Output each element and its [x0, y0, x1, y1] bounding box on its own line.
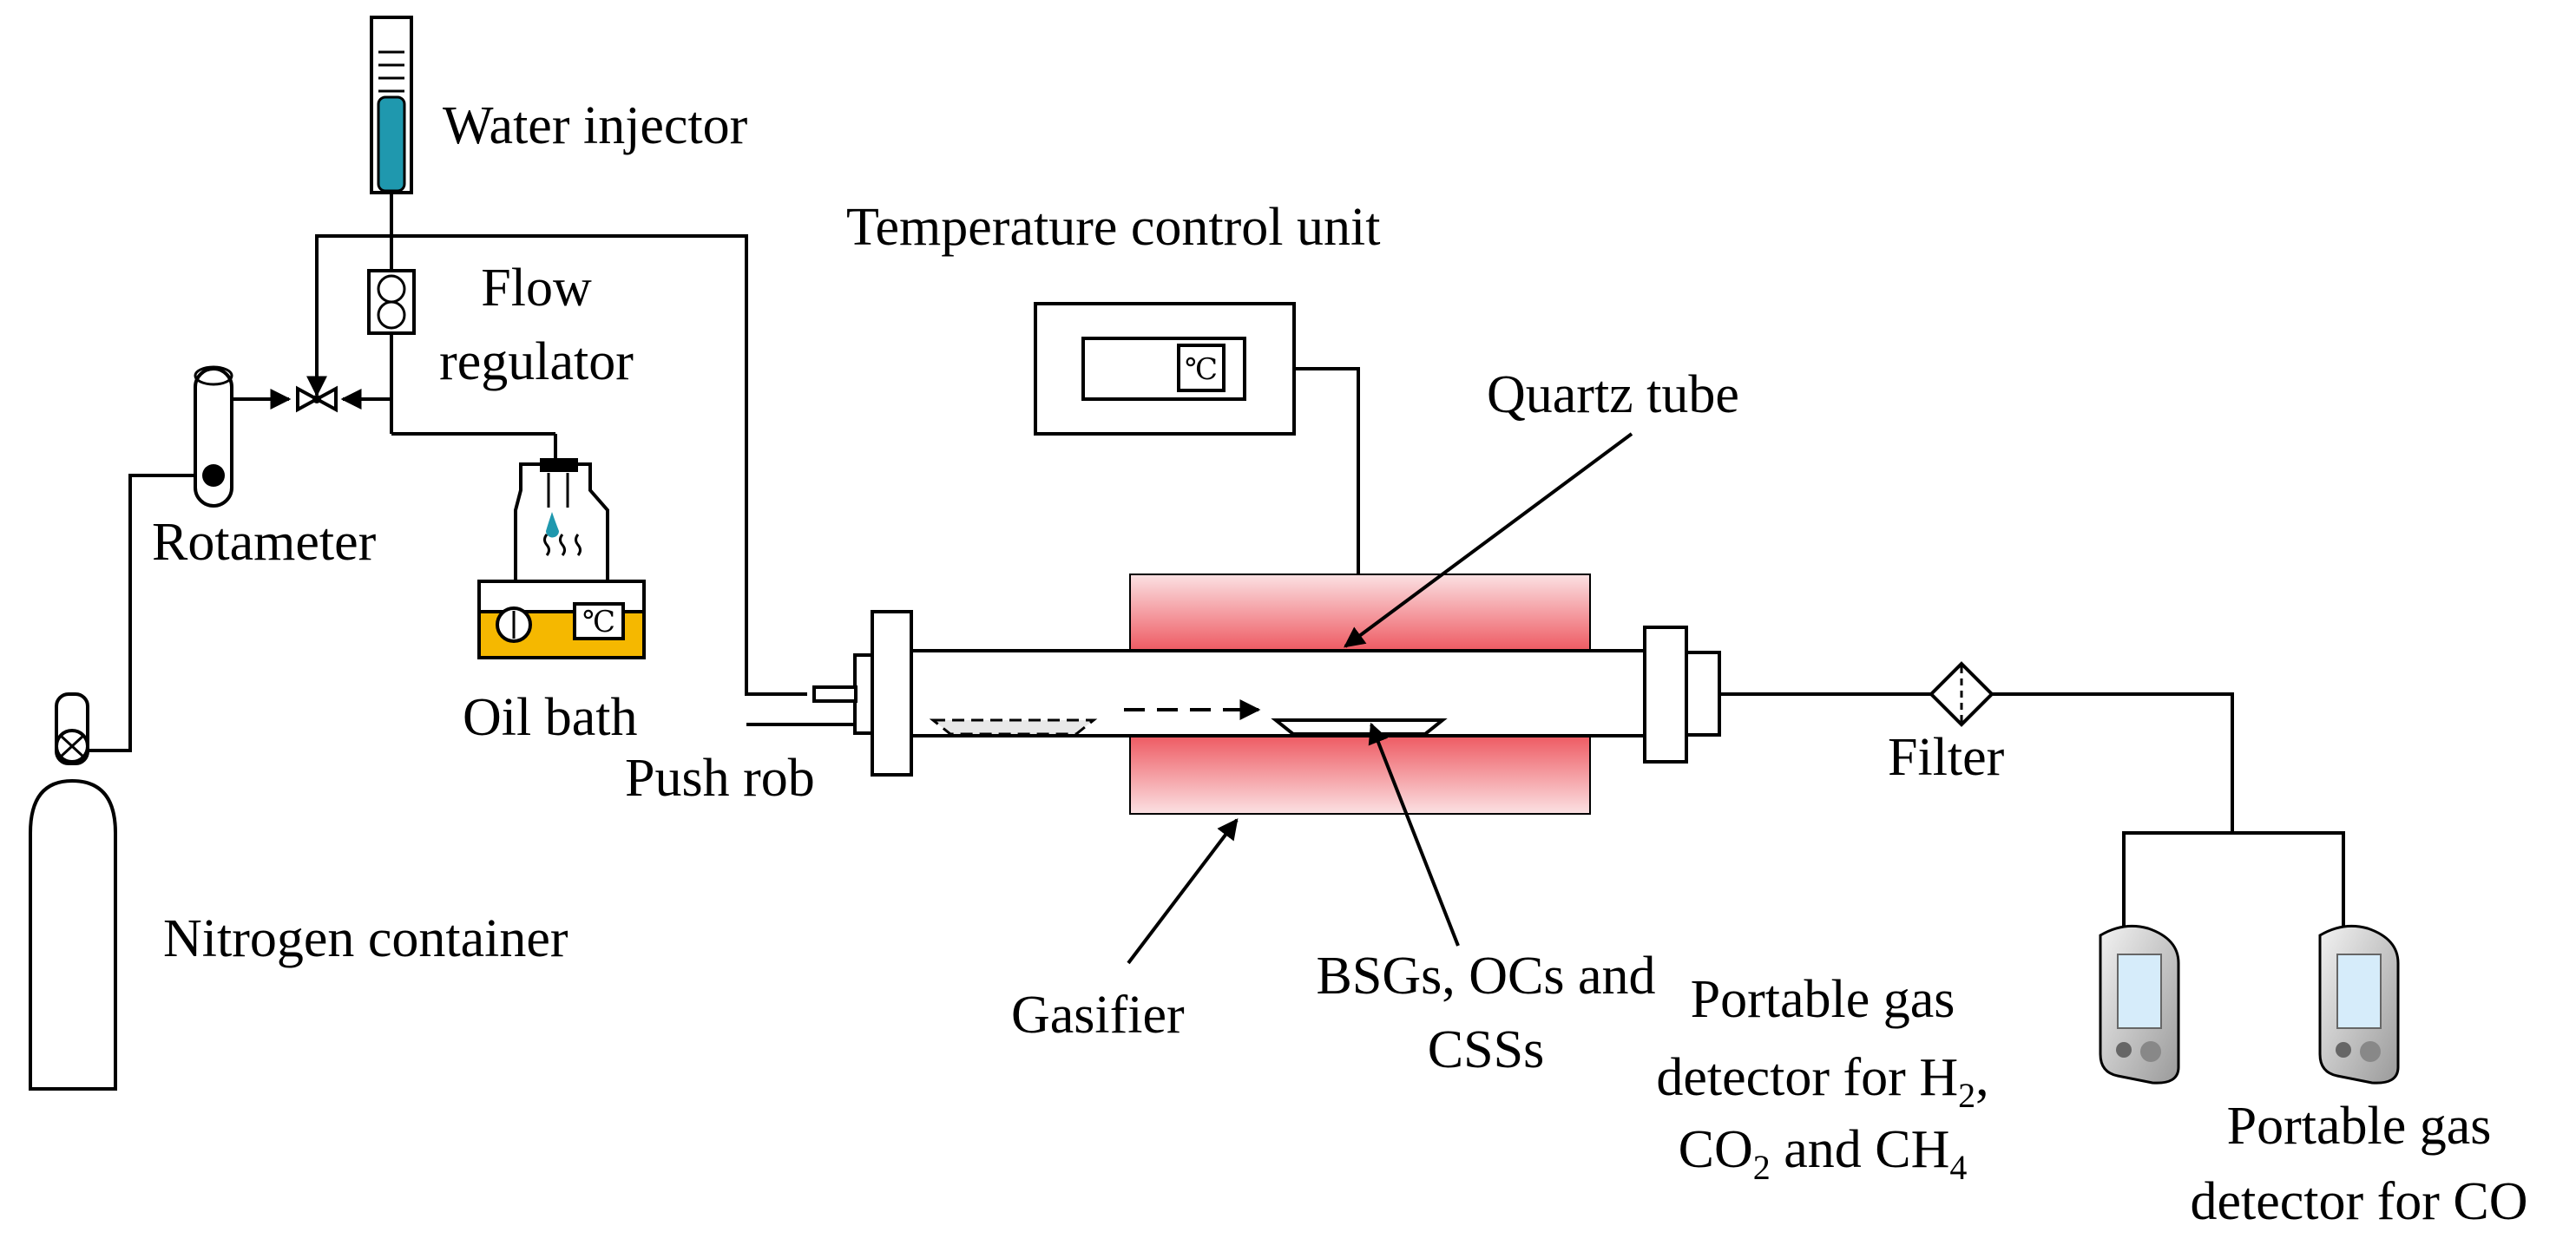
label-detector1-line3: CO2 and CH4: [1679, 1120, 1968, 1187]
label-gasifier: Gasifier: [1011, 986, 1185, 1045]
gasifier-pointer: [1127, 818, 1239, 965]
label-temperature-control-unit: Temperature control unit: [846, 198, 1380, 257]
gas-detector-h2-co2-ch4: [2099, 924, 2180, 1085]
label-samples-1: BSGs, OCs and: [1316, 947, 1655, 1006]
gasifier-top-heater: [1129, 574, 1591, 652]
gasifier-bottom-heater: [1129, 735, 1591, 815]
label-nitrogen-container: Nitrogen container: [163, 909, 568, 968]
three-way-valve: [296, 385, 338, 413]
outlet-line: [1719, 692, 2345, 937]
quartz-tube-pointer: [1344, 432, 1633, 648]
oil-bath-degree-symbol: ℃: [582, 606, 615, 639]
label-detector2-line1: Portable gas: [2227, 1097, 2492, 1156]
samples-pointer: [1368, 722, 1460, 947]
filter: [1929, 661, 1994, 727]
label-detector1-line2: detector for H2,: [1656, 1048, 1988, 1115]
nitrogen-container: [29, 692, 117, 1091]
oil-bath: [477, 458, 646, 659]
flow-regulator: [367, 193, 557, 464]
label-filter: Filter: [1888, 728, 2005, 787]
temperature-control-unit: [1034, 302, 1360, 574]
label-samples-2: CSSs: [1428, 1020, 1544, 1079]
label-oil-bath: Oil bath: [463, 688, 637, 747]
label-detector1-line1: Portable gas: [1691, 970, 1955, 1029]
label-flow-regulator-1: Flow: [481, 259, 592, 318]
label-flow-regulator-2: regulator: [439, 332, 634, 391]
sample-boat-initial: [929, 718, 1098, 736]
label-quartz-tube: Quartz tube: [1487, 365, 1739, 424]
gas-line-to-reactor: [306, 234, 807, 696]
label-rotameter: Rotameter: [152, 513, 377, 572]
label-push-rob: Push rob: [625, 749, 815, 808]
label-detector2-line2: detector for CO: [2190, 1172, 2527, 1231]
tcu-degree-symbol: ℃: [1185, 354, 1218, 386]
water-injector: [370, 16, 413, 194]
rotameter: [82, 365, 292, 752]
sample-boat: [1271, 718, 1448, 736]
gas-inlet-nozzle: [812, 685, 858, 703]
label-water-injector: Water injector: [443, 96, 748, 155]
gas-detector-co: [2318, 924, 2400, 1085]
